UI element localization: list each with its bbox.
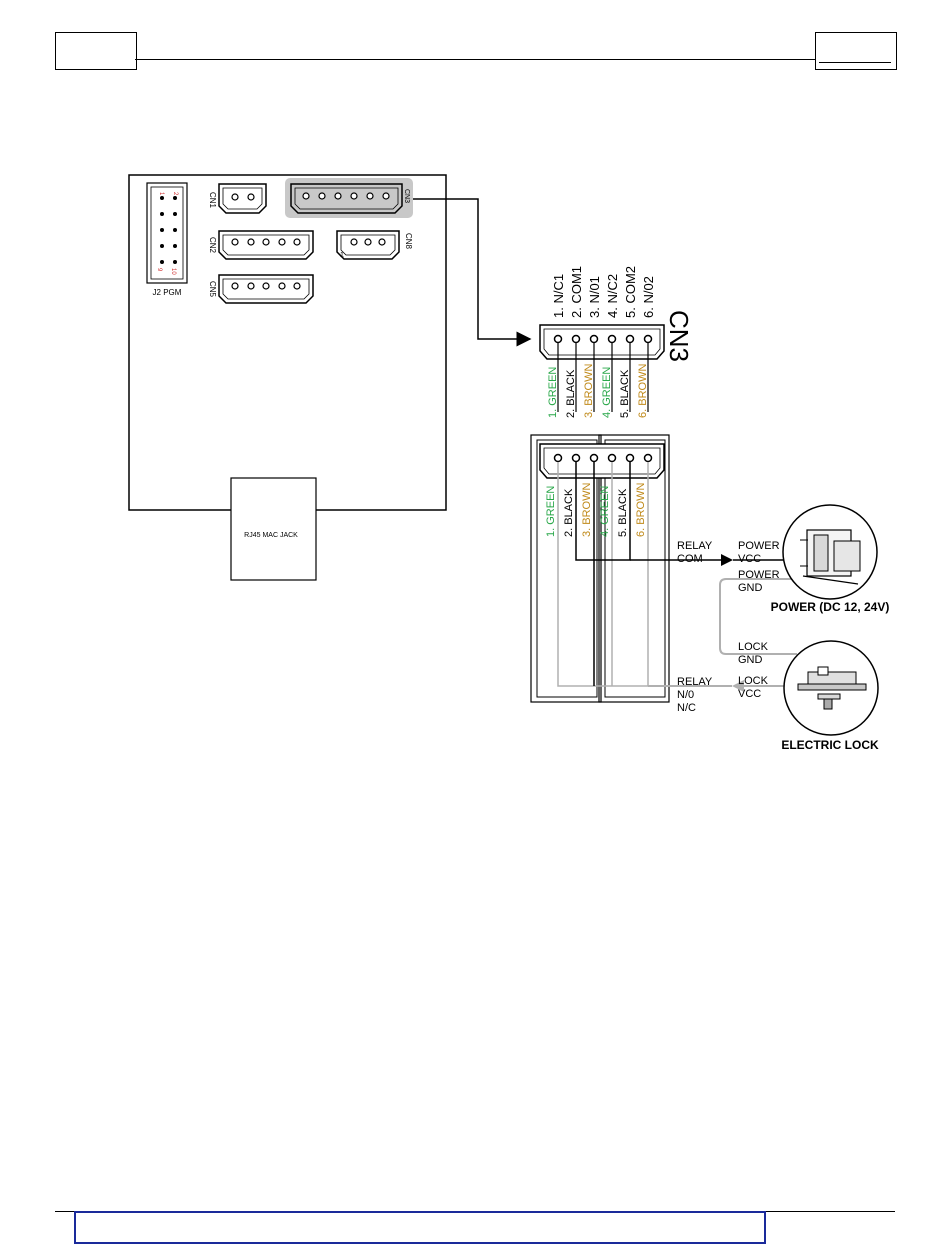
electric-lock-icon bbox=[783, 640, 879, 736]
cn8-pin-1: 1 bbox=[340, 252, 344, 259]
gnd-loop-wire bbox=[719, 578, 800, 655]
cn3-pcb-label: CN3 bbox=[403, 189, 410, 203]
lock-gnd-label: LOCK bbox=[738, 641, 769, 653]
power-vcc-label: VCC bbox=[738, 553, 761, 565]
wire-label-upper: 2. BLACK bbox=[565, 369, 577, 418]
relay-nc-label: N/C bbox=[677, 702, 696, 714]
j2-pin-1: 1 bbox=[158, 192, 164, 196]
wire-label-upper: 6. BROWN bbox=[637, 364, 649, 418]
cn3-enlarged-connector: CN3 1. N/C1 2. COM1 3. N/01 4. N/C2 5. C… bbox=[539, 266, 694, 362]
relay-no-label: N/0 bbox=[677, 689, 694, 701]
cn3-pin-name: 6. N/02 bbox=[641, 276, 656, 318]
cn1-connector: CN1 bbox=[208, 183, 267, 214]
cn3-pin-name: 2. COM1 bbox=[569, 266, 584, 318]
power-title: POWER (DC 12, 24V) bbox=[771, 600, 890, 614]
j2-label: J2 PGM bbox=[153, 288, 182, 297]
wire-label-lower: 5. BLACK bbox=[617, 488, 629, 537]
wire-label-upper: 5. BLACK bbox=[619, 369, 631, 418]
wire-label-upper: 3. BROWN bbox=[583, 364, 595, 418]
header-left-box bbox=[55, 32, 137, 70]
lock-vcc-label: VCC bbox=[738, 688, 761, 700]
lower-connector bbox=[539, 443, 665, 479]
rj45-label: RJ45 MAC JACK bbox=[244, 532, 298, 539]
rj45-jack: RJ45 MAC JACK bbox=[230, 477, 317, 581]
cn2-connector: CN2 bbox=[208, 230, 314, 260]
cn3-pin-name: 5. COM2 bbox=[623, 266, 638, 318]
j2-pin-9: 9 bbox=[156, 268, 162, 272]
cn1-label: CN1 bbox=[208, 192, 217, 209]
j2-pin-2: 2 bbox=[172, 192, 178, 196]
header-right-underline bbox=[819, 62, 891, 63]
header-right-box bbox=[815, 32, 897, 70]
power-vcc-label: POWER bbox=[738, 540, 780, 552]
wire-label-lower: 2. BLACK bbox=[563, 488, 575, 537]
power-gnd-label: GND bbox=[738, 582, 763, 594]
relay-wiring-blocks bbox=[530, 434, 670, 703]
j2-pgm-header: 1 2 9 10 J2 PGM bbox=[146, 182, 188, 297]
relay-com-arrow bbox=[721, 554, 733, 566]
cn3-pin-name: 1. N/C1 bbox=[551, 274, 566, 318]
lock-vcc-arrow bbox=[732, 680, 744, 692]
cn2-label: CN2 bbox=[208, 237, 217, 254]
cn3-pin-name: 3. N/01 bbox=[587, 276, 602, 318]
lock-title: ELECTRIC LOCK bbox=[781, 738, 879, 752]
relay-com-label: COM bbox=[677, 553, 703, 565]
wire-label-lower: 4. GREEN bbox=[599, 486, 611, 537]
lower-wires bbox=[557, 462, 649, 687]
cn8-connector: 1 CN8 bbox=[336, 230, 413, 260]
relay-no-label: RELAY bbox=[677, 676, 713, 688]
wire-label-lower: 6. BROWN bbox=[635, 483, 647, 537]
cn3-pin-name: 4. N/C2 bbox=[605, 274, 620, 318]
footer-bar bbox=[74, 1211, 766, 1244]
header-rule bbox=[135, 59, 815, 60]
wire-label-lower: 1. GREEN bbox=[545, 486, 557, 537]
cn3-title: CN3 bbox=[664, 310, 694, 362]
j2-pin-10: 10 bbox=[170, 268, 176, 275]
wire-label-upper: 1. GREEN bbox=[547, 367, 559, 418]
cn3-wire-stubs bbox=[557, 343, 649, 412]
cn8-label: CN8 bbox=[404, 233, 413, 250]
wire-label-upper: 4. GREEN bbox=[601, 367, 613, 418]
wire-label-lower: 3. BROWN bbox=[581, 483, 593, 537]
cn5-label: CN5 bbox=[208, 281, 217, 298]
cn3-pcb-connector: CN3 bbox=[285, 178, 413, 218]
cn5-connector: CN5 bbox=[208, 274, 314, 304]
power-supply-icon bbox=[782, 504, 878, 600]
lock-gnd-label: GND bbox=[738, 654, 763, 666]
lock-vcc-label: LOCK bbox=[738, 675, 769, 687]
relay-com-label: RELAY bbox=[677, 540, 713, 552]
cn3-lead-line bbox=[413, 198, 532, 347]
power-gnd-label: POWER bbox=[738, 569, 780, 581]
pcb-board bbox=[128, 174, 447, 511]
